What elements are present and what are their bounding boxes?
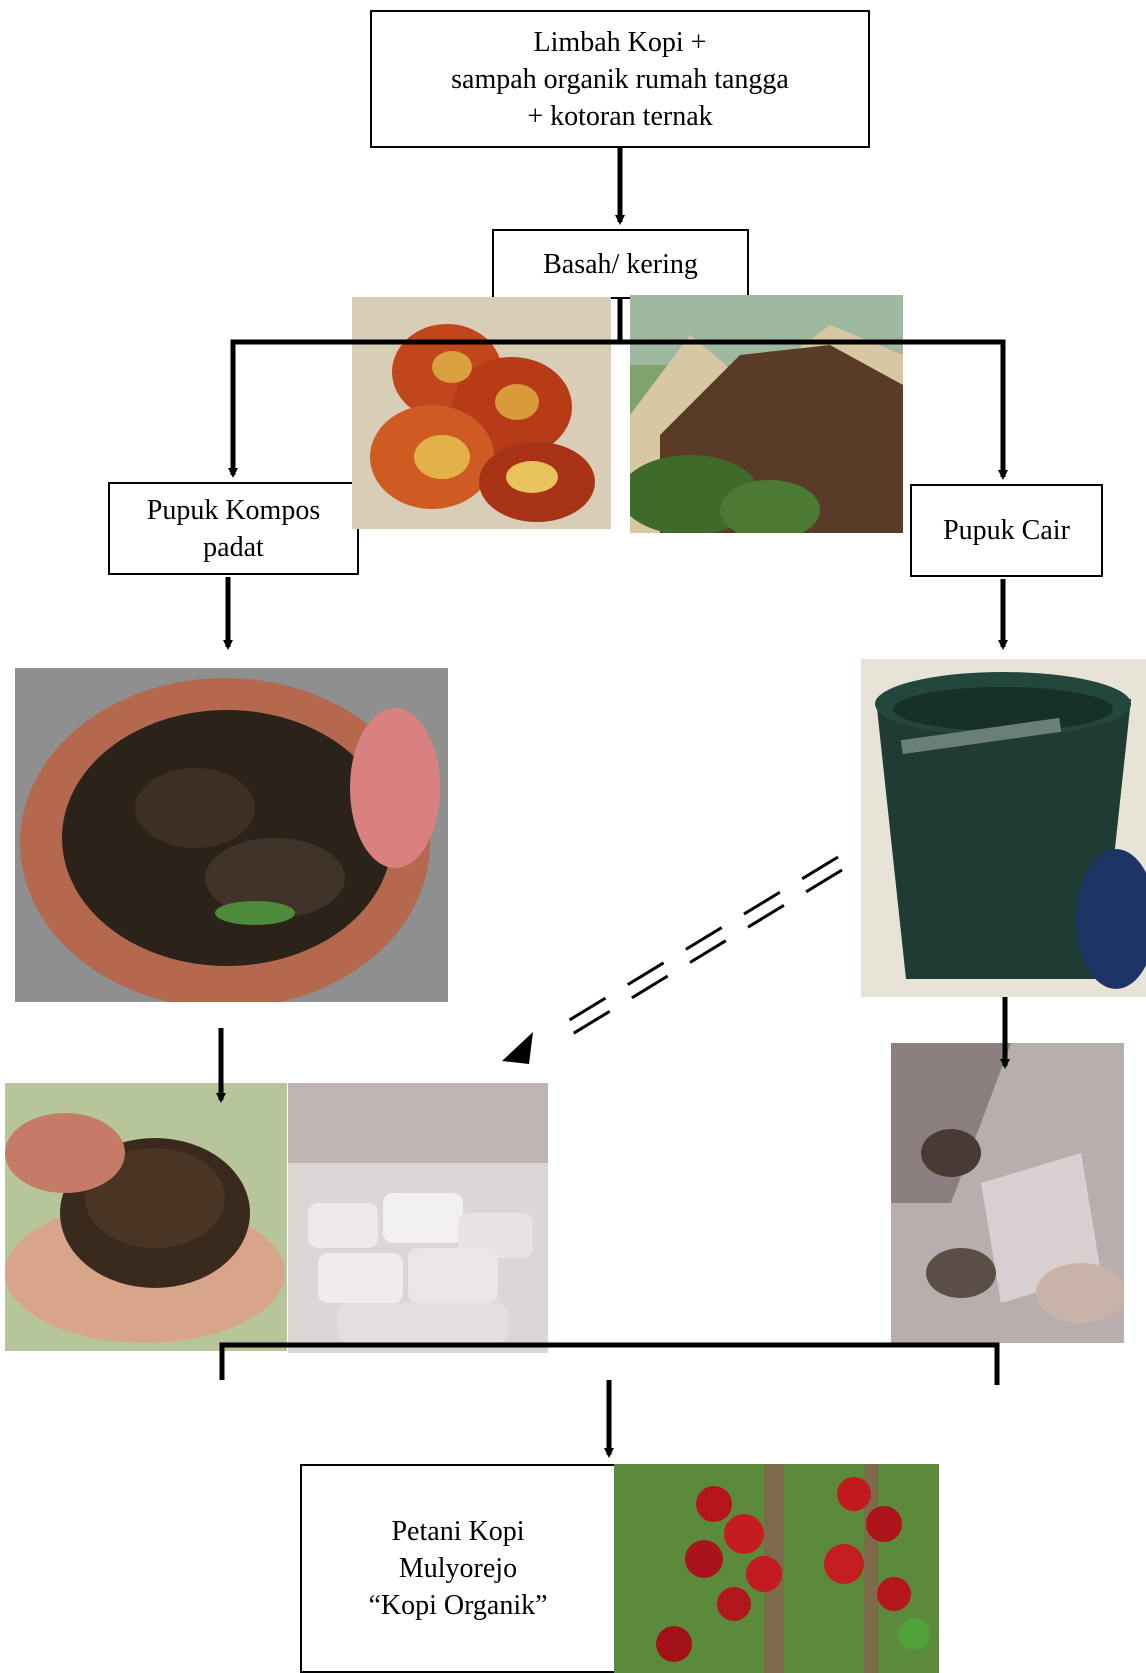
merge-bracket xyxy=(222,1345,997,1385)
branch-right xyxy=(610,342,1003,477)
branch-left xyxy=(233,342,630,475)
dashed-arrowhead xyxy=(502,1032,533,1064)
dashed-double-arrow xyxy=(548,857,842,1044)
